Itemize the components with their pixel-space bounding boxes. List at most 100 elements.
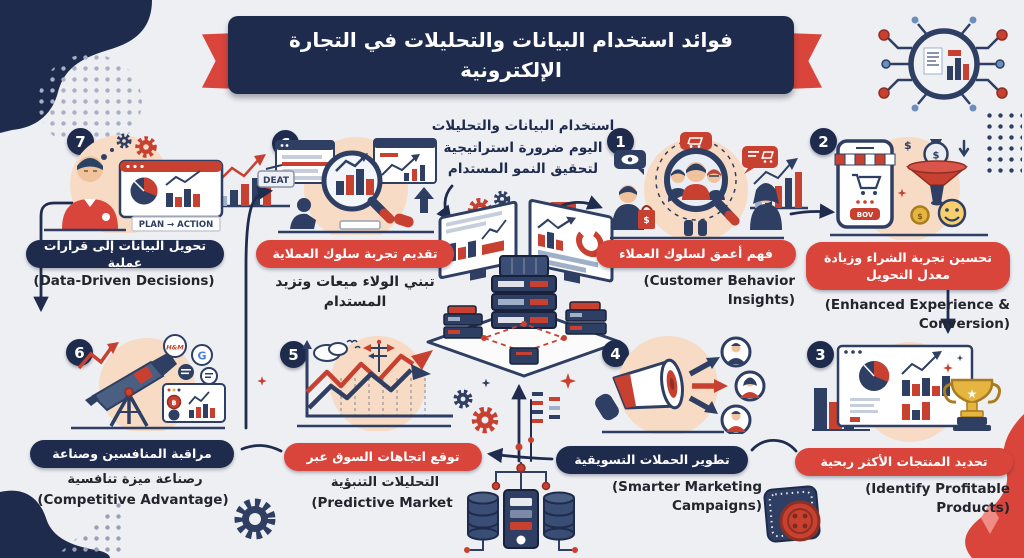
cloud-icon <box>313 342 348 362</box>
intro-line-3: لتحقيق النمو المستدام <box>447 161 599 178</box>
svg-text:$: $ <box>933 151 940 162</box>
step-number-badge: 3 <box>807 341 834 368</box>
speech-bubble-eye-icon <box>614 150 646 175</box>
red-trend-line <box>305 353 415 394</box>
audience-avatar-icons <box>720 336 766 434</box>
svg-text:$: $ <box>917 212 923 221</box>
step-5-arabic-extra: التحليلات التنبؤية <box>330 475 440 490</box>
button-icon <box>779 500 821 542</box>
magnifier-chart-icon <box>335 153 374 195</box>
birds-icon <box>346 339 361 349</box>
step-3-profitable-products: 3 <box>793 334 1016 526</box>
kneeling-person-icon <box>290 198 316 229</box>
coin-icon: $ <box>910 205 930 225</box>
data-bits <box>532 392 560 423</box>
navy-trend-line <box>307 368 413 410</box>
data-driven-decisions-illustration: PLAN → ACTION <box>44 133 224 233</box>
customer-experience-illustration: DEAT <box>257 137 437 235</box>
competitive-advantage-illustration: H&M G ฿ <box>71 334 226 431</box>
svg-text:$: $ <box>643 216 649 226</box>
step-number-badge: 5 <box>280 341 307 368</box>
database-cylinder-right-icon <box>543 491 575 541</box>
market-card-icon: ฿ <box>162 383 226 423</box>
gear-icon-bottom-left <box>234 498 276 540</box>
step-1-arabic-label: فهم أعمق لسلوك العملاء <box>596 240 796 268</box>
step-4-marketing-campaigns: 4 <box>552 334 792 526</box>
analytics-chip-logo-icon <box>878 16 1008 112</box>
step-2-arabic-label: تحسين تجربة الشراء وزيادة معدل التحويل <box>806 242 1010 290</box>
smiley-icon <box>937 198 967 228</box>
predictive-market-illustration <box>297 336 453 431</box>
shopper-icon: $ <box>612 185 655 230</box>
bottom-right-blob <box>965 414 1024 558</box>
trophy-icon: ★ <box>943 378 1001 431</box>
plan-dashboard-icon: PLAN → ACTION <box>118 159 224 232</box>
step-1-english-label: (Customer Behavior Insights) <box>643 273 795 308</box>
down-arrow-icon <box>958 139 970 158</box>
left-monitor-icon <box>438 200 518 281</box>
broadcast-arrows <box>688 357 728 414</box>
profitable-products-illustration: ★ <box>812 342 1001 442</box>
step-3-english-label: (Identify Profitable Products) <box>865 481 1010 516</box>
up-arrow-icon <box>414 187 434 213</box>
step-2-english-label: (Enhanced Experience & Conversion) <box>824 297 1010 332</box>
laptop-icon <box>339 220 381 230</box>
customer-woman-icon <box>750 183 782 230</box>
intro-line-2: اليوم ضرورة استراتيجية <box>443 139 603 156</box>
step-number-badge: 6 <box>66 339 93 366</box>
blob-highlight <box>981 503 999 534</box>
buy-button-label: BOV <box>857 211 874 219</box>
plan-action-label: PLAN → ACTION <box>139 220 214 230</box>
bottom-left-blob <box>0 490 110 558</box>
step-7-english-label: (Data-Driven Decisions) <box>33 273 215 289</box>
step-6-arabic-extra: رصناعة ميزة تنافسية <box>67 472 203 487</box>
step-number-badge: 4 <box>602 340 629 367</box>
banner-plate: فوائد استخدام البيانات والتحليلات في الت… <box>228 16 794 94</box>
server-stack-right-icon <box>565 301 607 335</box>
browser-window-right <box>373 138 437 184</box>
people-group-icon <box>668 162 725 202</box>
money-bag-icon: $ <box>923 139 949 167</box>
step-7-data-driven-decisions: 7 <box>16 122 236 302</box>
data-cube <box>509 347 539 365</box>
server-stack-left-icon <box>443 305 483 339</box>
bitcoin-symbol: ฿ <box>172 399 177 407</box>
step-4-arabic-label: تطوير الحملات التسويقية <box>556 446 748 474</box>
top-left-blob <box>0 0 152 133</box>
svg-text:DEAT: DEAT <box>263 176 290 186</box>
gear-icon-center-bottom <box>453 389 499 434</box>
shopping-phone-icon: BOV <box>834 139 896 229</box>
step-4-english-label: (Smarter Marketing Campaigns) <box>611 479 762 514</box>
step-5-english-label: (Predictive Market <box>311 495 453 511</box>
dollar-symbol: $ <box>904 139 912 152</box>
chart-axes <box>305 346 453 418</box>
customer-behavior-illustration: $ <box>610 132 784 240</box>
intro-line-1: استخدام البيانات والتحليلات <box>431 118 615 134</box>
marker-icon <box>394 213 414 228</box>
brand-bubble-icons: H&M G <box>163 334 218 385</box>
server-tower-icon <box>503 489 539 549</box>
step-6-english-label: (Competitive Advantage) <box>37 492 229 508</box>
dots-pattern-top-right <box>984 110 1022 176</box>
analytics-dashboard-icon <box>836 344 974 428</box>
step-1-customer-behavior: 1 <box>585 124 797 320</box>
step-6-arabic-label: مراقبة المنافسين وصناعة <box>30 440 234 468</box>
step-6b-arabic-extra: تبني الولاء ميعات وتزيد المستدام <box>275 274 435 311</box>
step-5-predictive-market: 5 <box>268 334 490 518</box>
svg-text:★: ★ <box>967 387 978 401</box>
speech-bubble-shop-icon <box>742 146 778 174</box>
telescope-icon <box>85 352 177 427</box>
database-server-illustration <box>464 462 578 553</box>
right-monitor-icon <box>528 199 614 284</box>
intro-text: استخدام البيانات والتحليلات اليوم ضرورة … <box>424 116 622 181</box>
google-logo: G <box>197 350 206 363</box>
megaphone-icon <box>595 358 684 421</box>
step-number-badge: 2 <box>810 128 837 155</box>
page-title: فوائد استخدام البيانات والتحليلات في الت… <box>289 28 733 82</box>
step-6b-arabic-label: تقديم تجربة سلوك العملاية <box>256 240 454 268</box>
data-platform-illustration <box>426 199 622 378</box>
conversion-funnel-icon <box>905 160 969 206</box>
step-2-enhanced-conversion: 2 BOV $ <box>802 124 1016 344</box>
step-7-arabic-label: تحويل البيانات إلى قرارات عملية <box>26 238 224 270</box>
